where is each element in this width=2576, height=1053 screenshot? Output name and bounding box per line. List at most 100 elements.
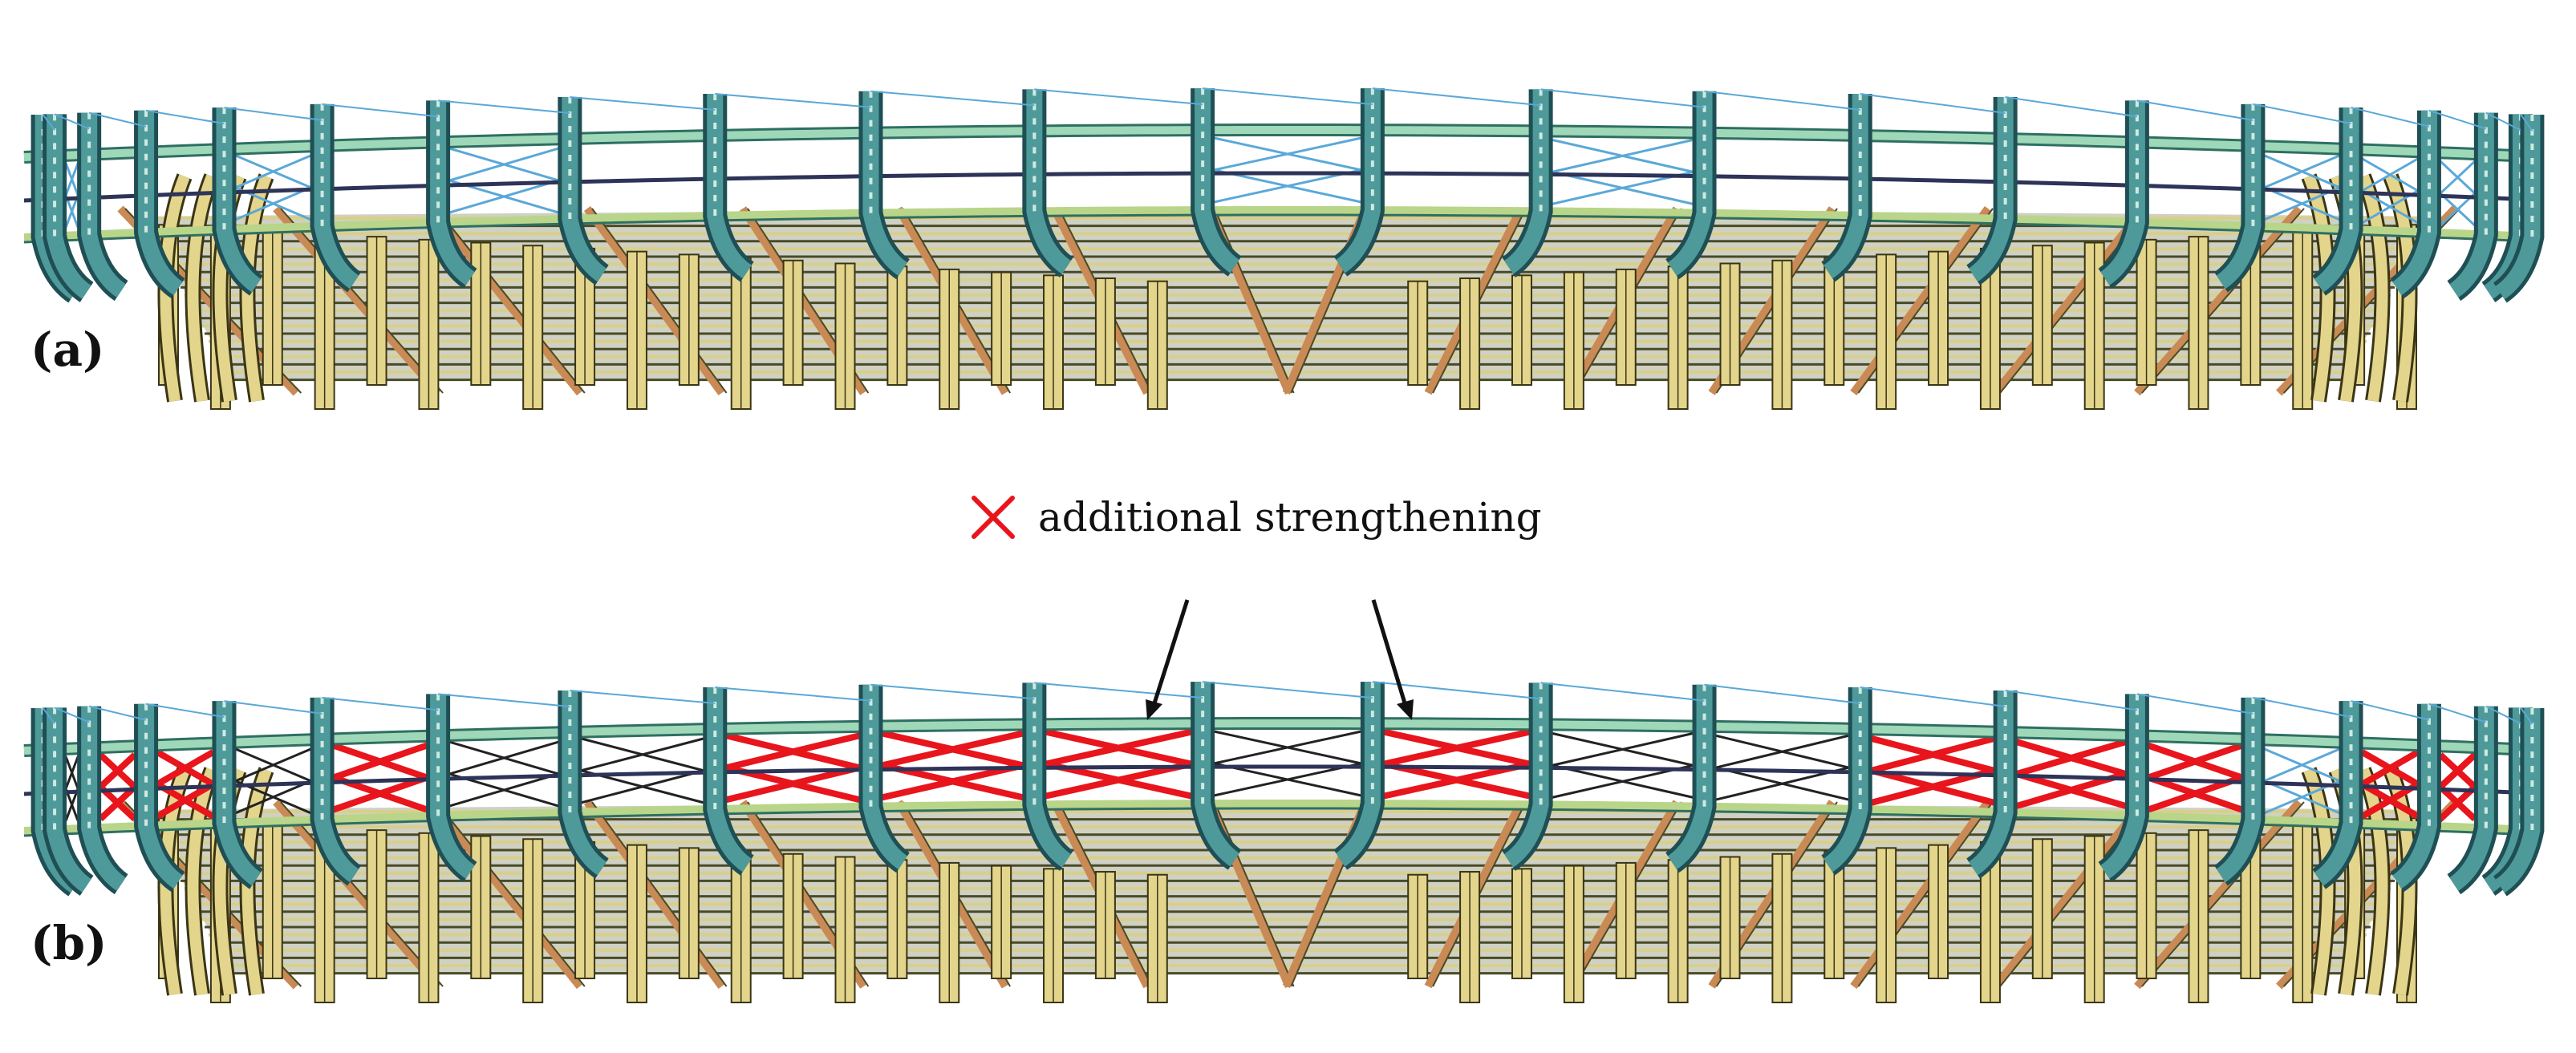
stay-cable [870,90,1035,107]
stay-cable [1034,682,1203,699]
bracing-diagonal [1383,728,1531,767]
bracing-diagonal [448,740,559,776]
stay-cable [54,113,90,130]
stay-cable [570,689,716,704]
stay-cable [2351,700,2430,721]
stay-cable [2520,707,2533,725]
rib [430,694,476,879]
rib [1195,88,1240,273]
rib [1335,682,1381,867]
legend: additional strengthening [969,493,1542,541]
panel-label-a: (a) [30,322,105,377]
bracing-diagonal [2263,154,2341,189]
raking-beam-edge [2141,208,2305,394]
rib [1968,690,2014,876]
stay-cable [2428,109,2487,130]
rib [216,701,262,886]
stay-cable [54,707,90,723]
raking-beam-edge [1214,801,1295,987]
raking-beam [2134,205,2302,396]
panel-label-b: (b) [30,916,108,970]
stay-cable [1203,681,1373,699]
annotation-arrowhead-left [1146,699,1162,720]
stay-cable [42,707,55,724]
back-stays [42,87,2533,132]
raking-beam-edge [280,801,444,987]
rib [1823,93,1868,279]
rib [314,103,359,290]
raking-beam-edge [280,208,444,394]
raking-beam [428,205,583,396]
stay-cable [224,700,323,715]
roof-ribs [30,88,2545,303]
stay-cable [224,107,323,121]
stay-cable [1860,686,2006,707]
stay-cable [438,99,570,114]
stay-cable [2351,107,2430,128]
bracing-diagonal [234,780,312,815]
stay-cable [1203,87,1373,106]
rib [2314,701,2359,886]
rib [2216,103,2262,290]
raking-beam [273,205,441,396]
bracing-diagonal [1715,734,1850,769]
red-x-icon [972,496,1015,539]
stay-cable [2253,103,2351,125]
bracing-diagonal [2263,747,2341,783]
rib [862,91,908,277]
bracing-diagonal [1552,138,1694,173]
rib [314,697,359,883]
raking-beam-edge [436,801,586,987]
bracing-diagonal [881,730,1024,769]
rib [1503,682,1549,868]
roof-ribs [30,682,2545,897]
bracing-diagonal [64,162,79,196]
raking-beam [1992,799,2147,990]
stay-cable [2485,111,2521,132]
stay-cable [715,686,871,702]
annotation-arrowhead-right [1397,699,1414,720]
rib [138,703,183,889]
bracing-diagonal [580,737,704,772]
bracing-diagonal [2438,752,2477,790]
stay-cable [1704,683,1860,704]
stay-cable [88,705,147,721]
bracing-diagonal [1045,728,1192,767]
stay-cable [438,693,570,707]
stay-cable [1540,682,1705,702]
rib [2495,707,2541,893]
bracing-diagonal [1045,760,1192,800]
rib [1026,89,1072,274]
bracing-diagonal [98,752,137,790]
bracing-diagonal [234,186,312,221]
bracing-diagonal [332,774,428,813]
annotation-arrow-left [1151,599,1190,707]
stay-cable [2005,95,2138,118]
bracing-diagonal [156,781,215,820]
bracing-diagonal [2439,160,2476,195]
columns [157,767,2418,1004]
bracing-diagonal [64,755,79,790]
rib [2392,110,2437,296]
rib [81,706,127,891]
rib [2495,114,2541,300]
rib [2392,703,2437,889]
stay-cable [715,92,871,108]
rib [2314,107,2359,293]
rib [1503,89,1549,274]
rib [562,96,607,282]
bracing-diagonal [725,764,861,804]
rib [47,114,91,299]
stay-cable [42,114,55,131]
rib [47,707,91,893]
bracing-diagonal [448,147,559,182]
raking-beam-edge [591,801,728,987]
rib [430,100,476,286]
bracing-diagonal [332,742,428,781]
stay-cable [1034,88,1203,106]
rib [2448,706,2494,891]
bracing-diagonal [1870,735,1995,774]
stay-cable [145,703,225,719]
rib [2100,694,2145,879]
